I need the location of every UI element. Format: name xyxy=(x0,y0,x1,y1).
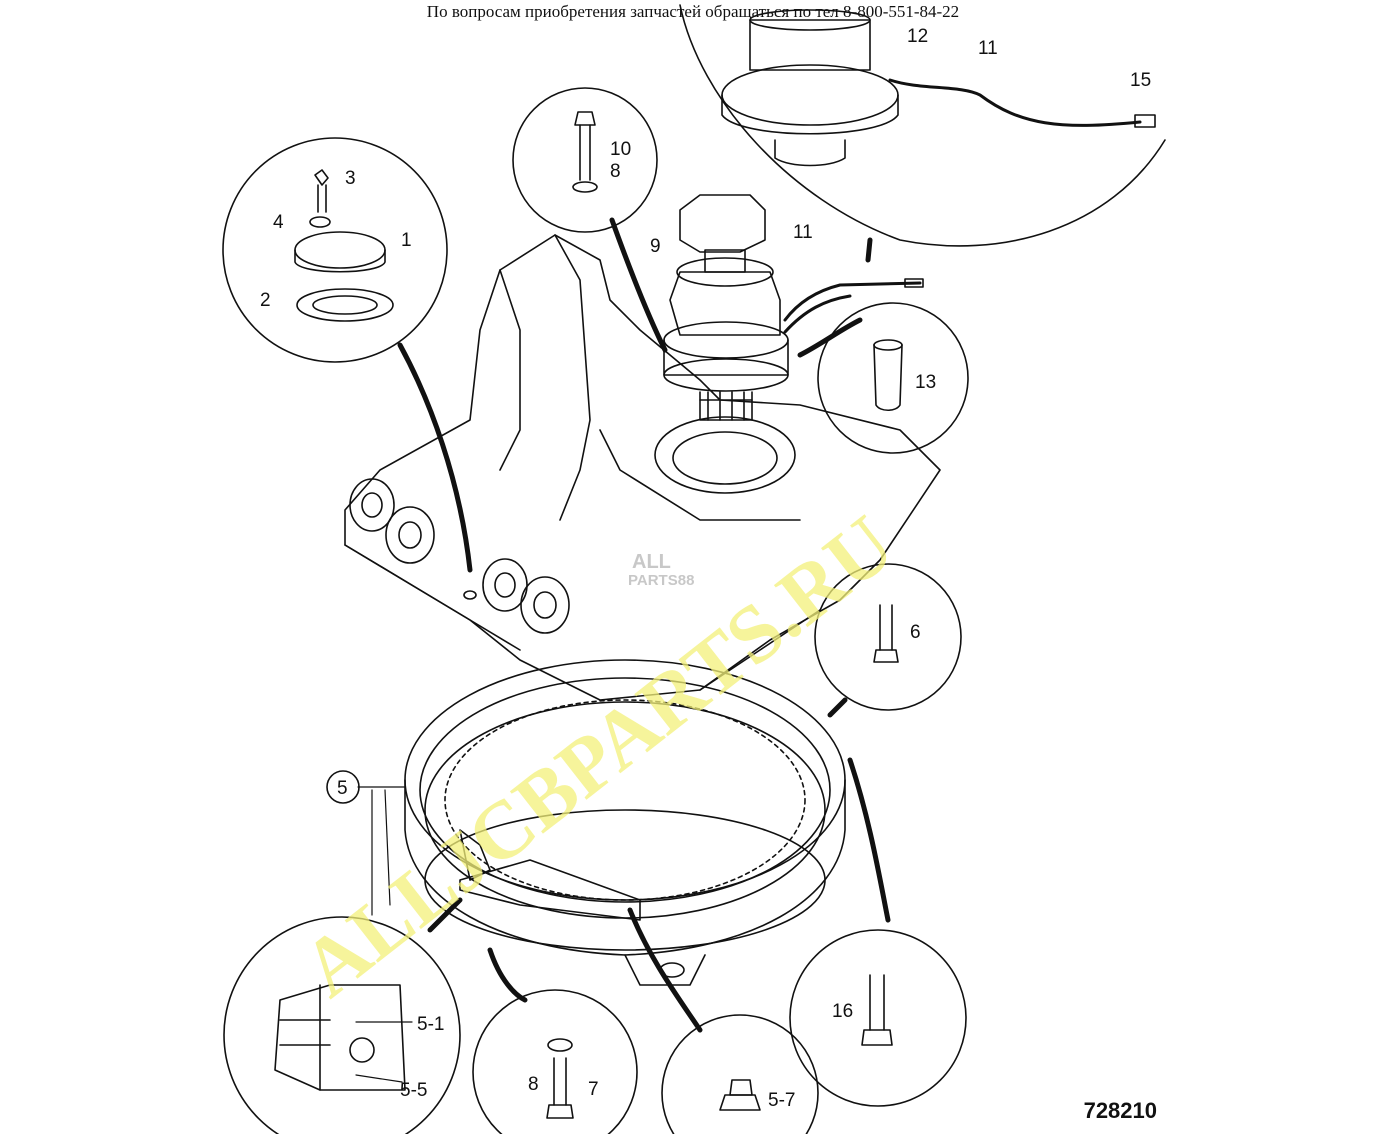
callout-11-detail: 11 xyxy=(978,38,998,59)
callout-15: 15 xyxy=(1130,70,1151,91)
callout-labels: 1 2 3 4 5 5-1 5-5 5-7 6 7 8 8 9 10 11 11… xyxy=(260,26,1151,1111)
callout-5-1: 5-1 xyxy=(417,1014,444,1035)
detail-circle-section xyxy=(223,916,461,1134)
slew-motor xyxy=(663,194,789,421)
callout-8-upper: 8 xyxy=(610,161,621,182)
callout-5-7: 5-7 xyxy=(768,1090,795,1111)
detail-circle-pin-13 xyxy=(817,302,969,454)
callout-circle-5 xyxy=(326,770,360,804)
callout-7: 7 xyxy=(588,1079,599,1100)
callout-4: 4 xyxy=(273,212,284,233)
svg-text:ALL: ALL xyxy=(632,551,671,573)
callout-12: 12 xyxy=(907,26,928,47)
svg-text:PARTS88: PARTS88 xyxy=(628,572,694,589)
callout-9: 9 xyxy=(650,236,661,257)
detail-circle-motor-top xyxy=(679,4,1166,247)
callout-leaders xyxy=(355,786,413,1083)
callout-8-lower: 8 xyxy=(528,1074,539,1095)
leader-lines xyxy=(397,217,891,1033)
detail-circle-bolt-6 xyxy=(814,563,962,711)
callout-5: 5 xyxy=(337,778,348,799)
upper-structure-frame xyxy=(344,234,941,701)
slewing-ring xyxy=(404,659,846,986)
callout-5-5: 5-5 xyxy=(400,1080,427,1101)
detail-circle-cover xyxy=(222,137,448,363)
detail-circle-bolt-16 xyxy=(789,929,967,1107)
callout-11-main: 11 xyxy=(793,222,813,243)
callout-16: 16 xyxy=(832,1001,853,1022)
callout-6: 6 xyxy=(910,622,921,643)
contact-header: По вопросам приобретения запчастей обращ… xyxy=(426,2,960,21)
brand-logo-watermark: ALL PARTS88 xyxy=(628,551,694,589)
callout-1: 1 xyxy=(401,230,412,251)
watermark-text: ALLJCBPARTS.RU xyxy=(285,498,910,1014)
site-watermark: ALLJCBPARTS.RU xyxy=(285,498,910,1014)
detail-circle-bolt-7 xyxy=(472,989,638,1134)
figure-number: 728210 xyxy=(1083,1098,1157,1123)
slew-motor-seat xyxy=(654,416,796,494)
callout-3: 3 xyxy=(345,168,356,189)
callout-2: 2 xyxy=(260,290,271,311)
callout-10: 10 xyxy=(610,139,631,160)
detail-circle-nipple-5-7 xyxy=(661,1014,819,1134)
detail-circle-bolt-10 xyxy=(512,87,658,233)
hydraulic-hose-main xyxy=(783,278,924,334)
callout-13: 13 xyxy=(915,372,936,393)
boom-mount-bosses xyxy=(349,478,570,634)
